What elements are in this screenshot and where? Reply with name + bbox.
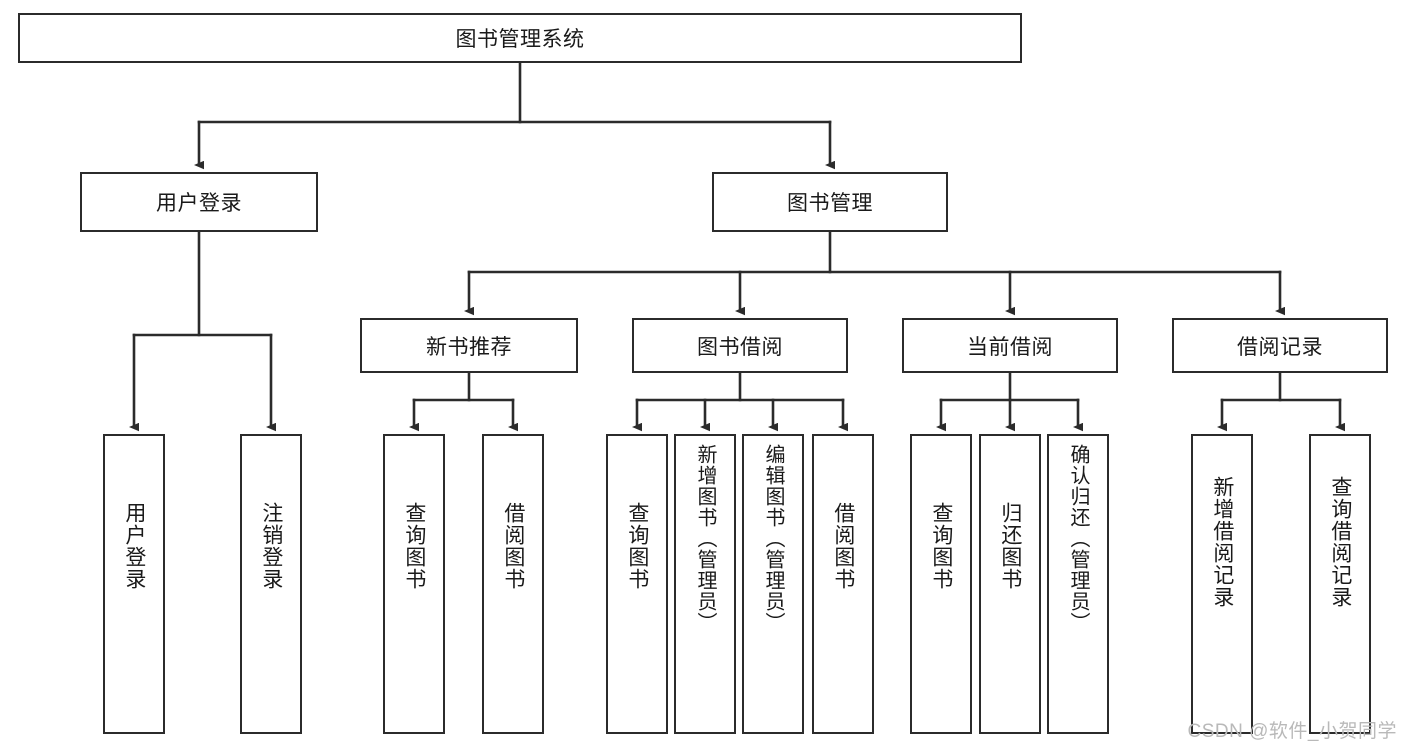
node-label: 图书管理	[787, 192, 873, 215]
leaf-label: 新增图书（管理员）	[694, 444, 716, 633]
node-current-borrow[interactable]: 当前借阅	[902, 318, 1118, 373]
watermark: CSDN @软件_小贺同学	[1187, 721, 1397, 742]
leaf-label: 查询借阅记录	[1328, 476, 1352, 608]
node-root-book-management-system[interactable]: 图书管理系统	[18, 13, 1022, 63]
leaf-query-book-recommend[interactable]: 查询图书	[383, 434, 445, 734]
leaf-label: 用户登录	[122, 502, 146, 590]
node-borrow-record[interactable]: 借阅记录	[1172, 318, 1388, 373]
node-label: 新书推荐	[426, 335, 512, 359]
leaf-label: 借阅图书	[501, 502, 525, 590]
leaf-label: 查询图书	[402, 502, 426, 590]
node-label: 用户登录	[156, 192, 242, 215]
leaf-user-login[interactable]: 用户登录	[103, 434, 165, 734]
leaf-label: 编辑图书（管理员）	[762, 444, 784, 633]
leaf-add-book-admin[interactable]: 新增图书（管理员）	[674, 434, 736, 734]
node-label: 图书管理系统	[455, 28, 585, 51]
leaf-label: 查询图书	[625, 502, 649, 590]
leaf-query-borrow-record[interactable]: 查询借阅记录	[1309, 434, 1371, 734]
leaf-label: 确认归还（管理员）	[1067, 444, 1089, 633]
leaf-user-logout[interactable]: 注销登录	[240, 434, 302, 734]
node-book-management[interactable]: 图书管理	[712, 172, 948, 232]
leaf-borrow-book-recommend[interactable]: 借阅图书	[482, 434, 544, 734]
leaf-label: 借阅图书	[831, 502, 855, 590]
leaf-confirm-return-admin[interactable]: 确认归还（管理员）	[1047, 434, 1109, 734]
node-label: 借阅记录	[1237, 335, 1323, 359]
leaf-add-borrow-record[interactable]: 新增借阅记录	[1191, 434, 1253, 734]
leaf-borrow-book[interactable]: 借阅图书	[812, 434, 874, 734]
leaf-query-book-borrow[interactable]: 查询图书	[606, 434, 668, 734]
node-label: 当前借阅	[967, 335, 1053, 359]
leaf-label: 新增借阅记录	[1210, 476, 1234, 608]
node-new-book-recommend[interactable]: 新书推荐	[360, 318, 578, 373]
node-book-borrow[interactable]: 图书借阅	[632, 318, 848, 373]
leaf-label: 注销登录	[259, 502, 283, 590]
node-user-login[interactable]: 用户登录	[80, 172, 318, 232]
leaf-edit-book-admin[interactable]: 编辑图书（管理员）	[742, 434, 804, 734]
leaf-label: 查询图书	[929, 502, 953, 590]
leaf-query-book-current[interactable]: 查询图书	[910, 434, 972, 734]
node-label: 图书借阅	[697, 335, 783, 359]
leaf-return-book[interactable]: 归还图书	[979, 434, 1041, 734]
leaf-label: 归还图书	[998, 502, 1022, 590]
